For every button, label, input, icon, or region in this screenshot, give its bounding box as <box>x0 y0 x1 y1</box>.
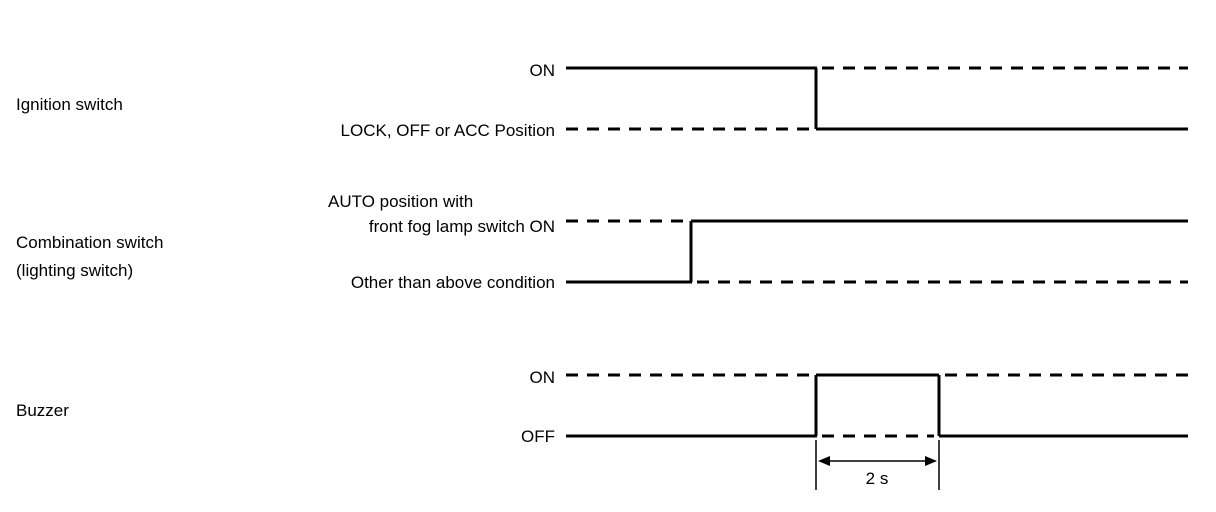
buzzer-on-label: ON <box>530 368 556 387</box>
duration-label: 2 s <box>866 469 889 488</box>
duration-arrow-left <box>818 456 830 466</box>
auto-position-label-line1: AUTO position with <box>328 192 473 211</box>
combination-switch-name-line2: (lighting switch) <box>16 261 133 280</box>
buzzer-off-label: OFF <box>521 427 555 446</box>
buzzer-name: Buzzer <box>16 401 69 420</box>
auto-position-label-line2: front fog lamp switch ON <box>369 217 555 236</box>
duration-arrow-right <box>925 456 937 466</box>
other-condition-label: Other than above condition <box>351 273 555 292</box>
duration-dimension: 2 s <box>815 440 940 490</box>
ignition-switch-name: Ignition switch <box>16 95 123 114</box>
combination-switch-signal: Combination switch (lighting switch) AUT… <box>16 192 1188 292</box>
buzzer-signal: Buzzer ON OFF <box>16 368 1188 446</box>
ignition-switch-signal: Ignition switch ON LOCK, OFF or ACC Posi… <box>16 61 1188 140</box>
ignition-on-label: ON <box>530 61 556 80</box>
combination-switch-name-line1: Combination switch <box>16 233 163 252</box>
ignition-lock-off-acc-label: LOCK, OFF or ACC Position <box>341 121 555 140</box>
